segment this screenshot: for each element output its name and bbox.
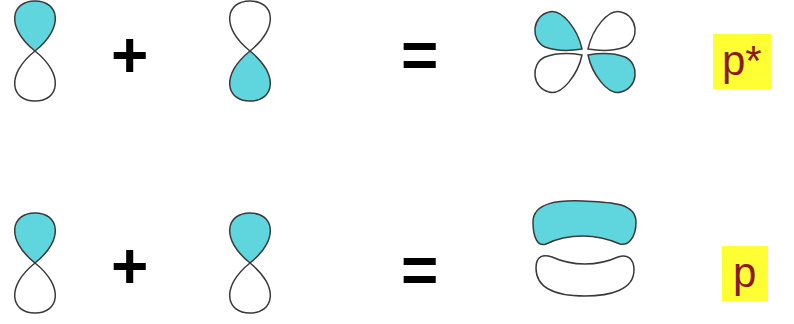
antibonding-orbital xyxy=(535,12,635,93)
orbital-label: p* xyxy=(722,38,762,84)
operator-sign: + xyxy=(111,234,148,298)
operator-sign: + xyxy=(111,23,148,87)
operator-sign: = xyxy=(401,238,438,302)
operator-sign: = xyxy=(401,23,438,87)
highlight-box: p* xyxy=(713,34,771,89)
p-orbital xyxy=(15,1,56,101)
bonding-orbital xyxy=(533,201,636,296)
p-orbital xyxy=(15,213,56,313)
highlight-box: p xyxy=(722,246,768,301)
p-orbital xyxy=(230,213,271,313)
p-orbital xyxy=(230,1,271,101)
orbital-label: p xyxy=(733,250,757,296)
